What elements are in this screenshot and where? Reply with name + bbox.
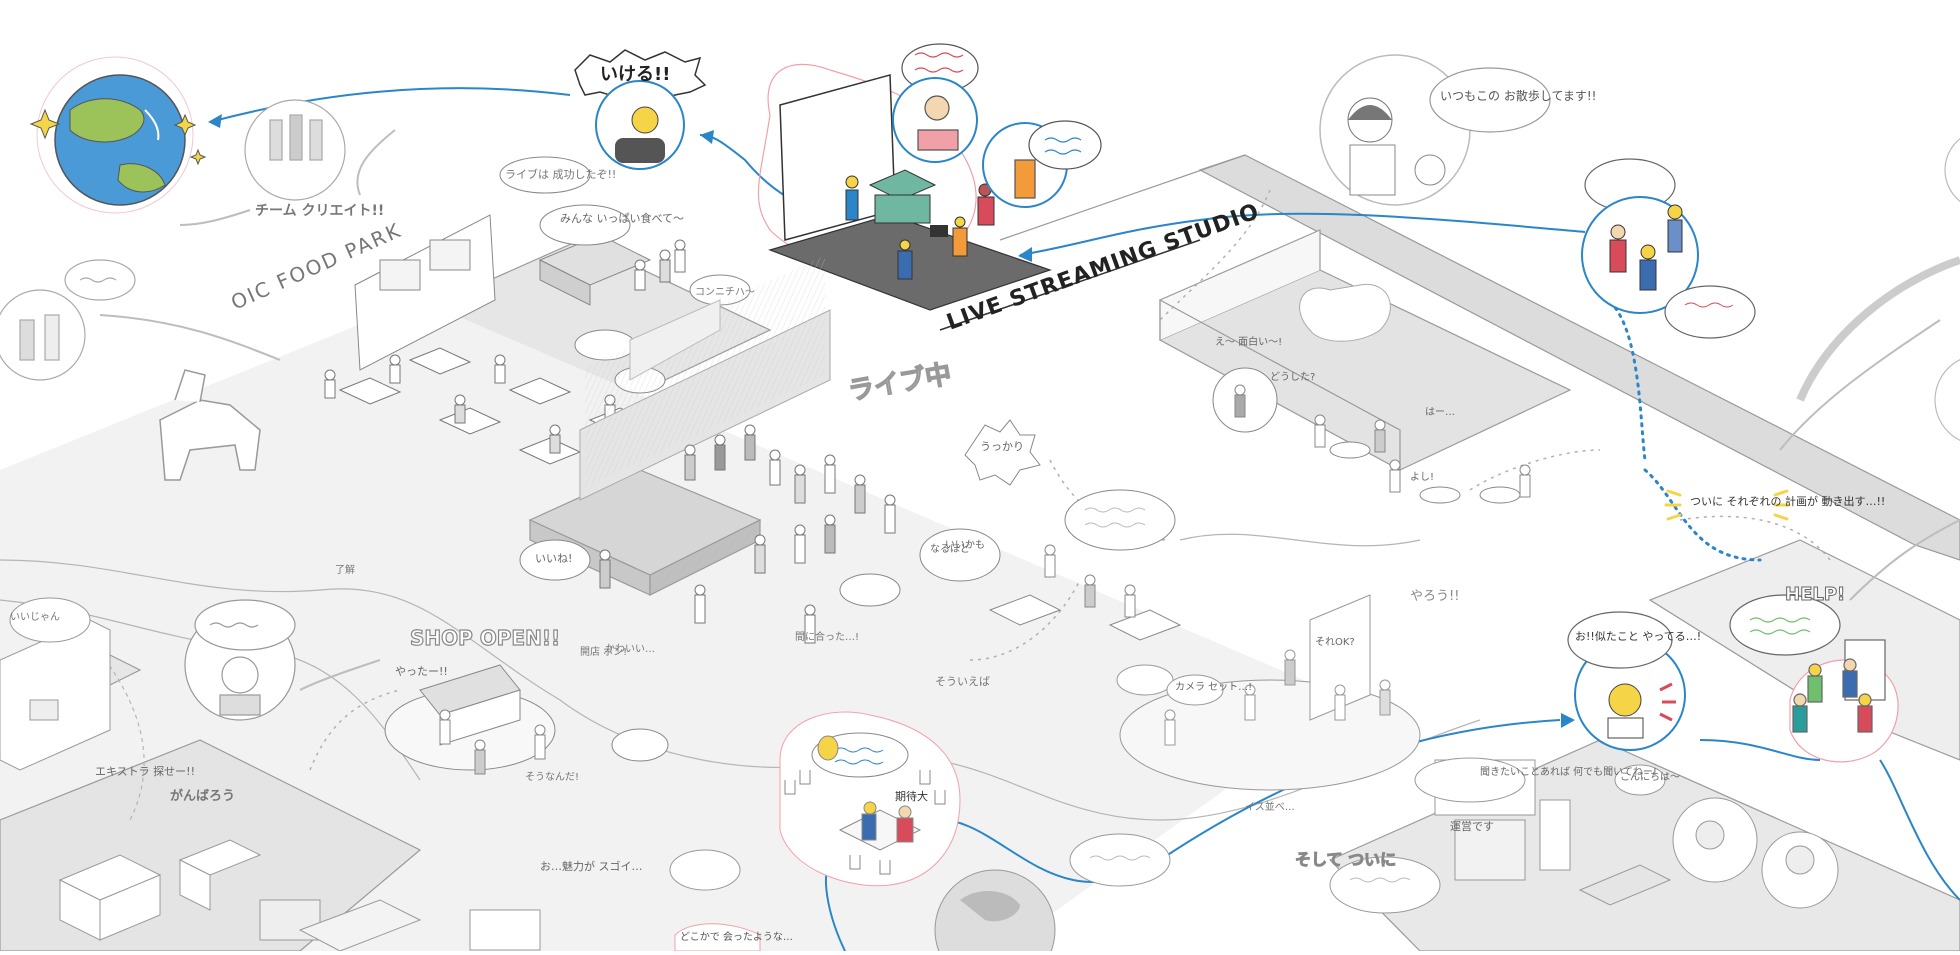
cafe-tables: [988, 489, 1182, 641]
camera-set-text: カメラ セット…!: [1175, 681, 1252, 693]
kawaii-text: かわいい…: [605, 643, 655, 655]
ikeru-burst: [574, 49, 707, 170]
ii-kamo-text: いいかも: [945, 539, 985, 551]
bottom-bubbles: [669, 833, 1441, 952]
camera-area: [1116, 594, 1421, 791]
stage-backdrop: [579, 255, 831, 501]
live-streaming-studio: [757, 63, 1052, 311]
similar-vignette: [1567, 611, 1686, 751]
idea-vignette: [184, 599, 296, 721]
grey-arrows: [99, 129, 1960, 691]
sounanda-text: そうなんだ!: [525, 771, 579, 783]
ukkari-text: うっかり: [980, 440, 1024, 453]
food-park: [354, 214, 652, 371]
star-icon: [189, 148, 207, 166]
right-edge-elements: [1796, 138, 1960, 441]
kitai-text: 期待大: [895, 789, 928, 803]
minna-text: みんな いっぱい食べて～: [560, 211, 684, 225]
ebanchou-text: エキストラ 探せー!!: [95, 765, 195, 778]
soshite-tsuini-text: そして ついに: [1295, 850, 1396, 869]
isu-narabe-text: イス並べ…: [1245, 800, 1295, 813]
sore-ok-text: それOK?: [1315, 636, 1355, 648]
dokoka-text: どこかで 会ったような…: [680, 930, 793, 943]
ryoukai-text: 了解: [335, 563, 355, 576]
ganbarou-text: がんばろう: [170, 788, 235, 804]
help-text: HELP!: [1785, 584, 1845, 605]
left-panel-room: [0, 597, 111, 771]
left-edge-vignette: [0, 259, 136, 381]
yatta-text: やったー!!: [395, 665, 448, 678]
ikeru-text: いける!!: [600, 64, 670, 85]
haa-text: はー…: [1425, 406, 1455, 418]
live-now-label: ライブ中: [846, 358, 954, 407]
tsuini-callout: [1664, 489, 1791, 521]
shop-open-label: SHOP OPEN!!: [410, 626, 560, 650]
kaiten-text: 開店 ボン!: [580, 645, 627, 658]
dog-walk-text: いつもこの お散歩してます!!: [1440, 88, 1596, 103]
plaza-floor: [0, 300, 1350, 951]
team-create-text: チーム クリエイト!!: [255, 203, 384, 219]
live-success-text: ライブは 成功したぞ!!: [505, 167, 616, 181]
kikitai-text: 聞きたいことあれば 何でも聞いてねー!: [1480, 765, 1657, 778]
star-icon: [29, 108, 61, 140]
bottom-globe: [934, 869, 1056, 955]
ii-ne-text: いいね!: [535, 552, 572, 565]
stage-bubbles: [519, 419, 1041, 607]
help-vignette: [1729, 594, 1899, 763]
doushita-text: どうした?: [1270, 371, 1315, 383]
shop-open-stand: [384, 664, 669, 775]
stage-crowd: [599, 424, 896, 644]
omise-text: お…魅力が スゴイ…: [540, 859, 643, 873]
meeting-vignette: [779, 711, 961, 887]
sou-ieba-text: そういえば: [935, 675, 990, 688]
yoshi-text: よし!: [1410, 471, 1434, 483]
team-circle: [1581, 158, 1756, 339]
ma-ni-au-text: 間に合った…!: [795, 630, 859, 643]
horse-sculpture: [159, 369, 261, 481]
bottom-right-vignettes: [1414, 757, 1839, 909]
earth-globe: [29, 56, 207, 214]
ii-jan-text: いいじゃん: [10, 611, 60, 623]
tsuini-text: ついに それぞれの 計画が 動き出す…!!: [1690, 494, 1885, 508]
unkou-text: 運営です: [1450, 819, 1494, 833]
yarou-text: やろう!!: [1410, 589, 1459, 604]
e-omoshiroi-text: え～ 面白い～!: [1215, 335, 1282, 348]
team-create-vignette: [244, 99, 346, 201]
workshop-machines: [58, 839, 541, 952]
star-icon: [173, 113, 197, 137]
nita-koto-text: お!!似たこと やってる…!: [1575, 630, 1701, 643]
walkway-edge: [999, 154, 1246, 241]
right-room-wall2: [1159, 298, 1401, 470]
naruhodo-text: なるほど: [930, 543, 970, 555]
studio-bubbles: [892, 43, 1102, 208]
dog-walk-vignette: いつもこの お散歩してます!!: [1319, 54, 1596, 206]
right-room-people: [1212, 284, 1531, 504]
chairs: [784, 770, 946, 875]
kon-nichiwa2-text: こんにちは～: [1620, 771, 1680, 783]
